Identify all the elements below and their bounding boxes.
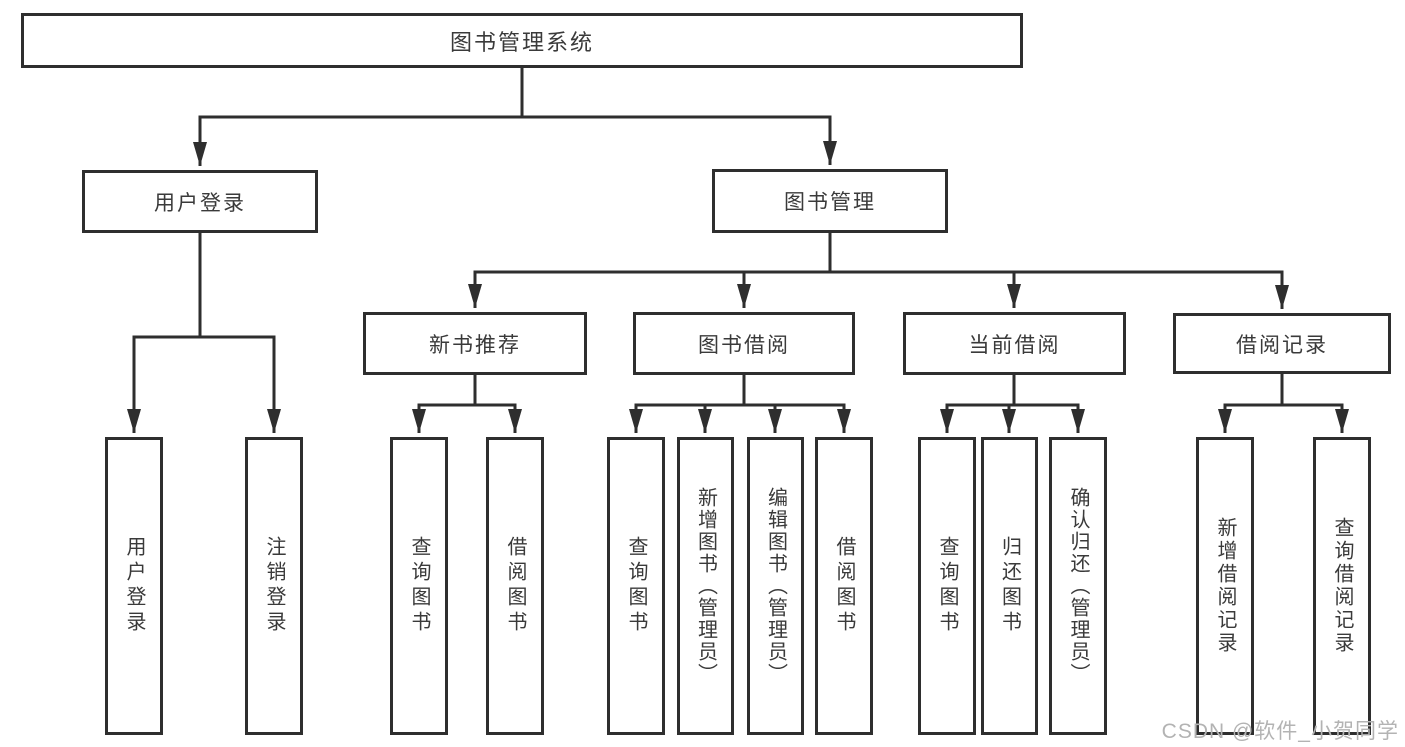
node-book-borrowing: 图书借阅 [633,312,855,375]
node-leaf-add-borrow-record: 新增借阅记录 [1196,437,1254,735]
node-leaf-return-books: 归还图书 [981,437,1038,735]
node-leaf-query-books-current: 查询图书 [918,437,976,735]
connector-borrow-records-to-leaves [1218,374,1349,433]
node-leaf-confirm-return-admin: 确认归还（管理员） [1049,437,1107,735]
node-borrowing-records: 借阅记录 [1173,313,1391,374]
node-leaf-borrow-books-recommend: 借阅图书 [486,437,544,735]
node-library-management-system: 图书管理系统 [21,13,1023,68]
node-user-login-group: 用户登录 [82,170,318,233]
node-new-book-recommendation: 新书推荐 [363,312,587,375]
connector-book-borrow-to-leaves [629,375,851,433]
csdn-watermark: CSDN @软件_小贺同学 [1161,720,1399,743]
node-current-borrowing: 当前借阅 [903,312,1126,375]
connector-root-to-level2 [193,68,837,166]
node-leaf-query-books: 查询图书 [607,437,665,735]
connector-new-book-rec-to-leaves [412,375,522,433]
connector-current-borrow-to-leaves [940,375,1085,433]
node-leaf-query-borrow-record: 查询借阅记录 [1313,437,1371,735]
node-book-management-group: 图书管理 [712,169,948,233]
connector-book-mgmt-to-level3 [468,233,1289,309]
node-leaf-borrow-books: 借阅图书 [815,437,873,735]
node-leaf-add-books-admin: 新增图书（管理员） [677,437,734,735]
node-leaf-user-login: 用户登录 [105,437,163,735]
node-leaf-query-books-recommend: 查询图书 [390,437,448,735]
node-leaf-logout: 注销登录 [245,437,303,735]
connector-user-login-to-leaves [127,233,281,433]
node-leaf-edit-books-admin: 编辑图书（管理员） [747,437,804,735]
